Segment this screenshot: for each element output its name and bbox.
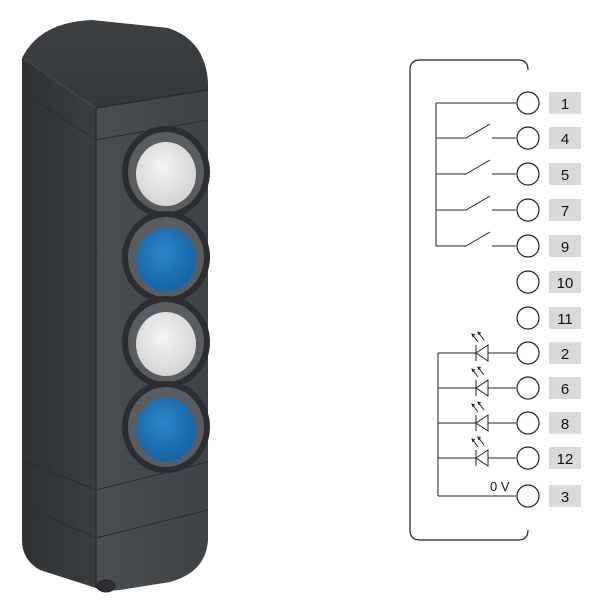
terminal-number: 1 (561, 96, 569, 113)
button-cap-blue (136, 397, 196, 461)
wiring-diagram: 0 V 1 4 5 7 9 10 (409, 59, 581, 541)
terminal-number: 6 (561, 381, 569, 398)
terminal-number: 10 (557, 275, 574, 292)
diagram-enclosure (409, 59, 529, 541)
terminal-number: 4 (561, 131, 569, 148)
switch-contact (436, 195, 516, 211)
housing-left-face (22, 58, 96, 588)
housing-seam-lower-left (21, 459, 97, 491)
led-indicator-symbol (438, 331, 516, 362)
switch-contact (436, 231, 516, 247)
terminal-number: 5 (561, 167, 569, 184)
cable-connector (96, 579, 116, 593)
led-indicator-symbol (438, 401, 516, 432)
terminal-number: 2 (561, 346, 569, 363)
switch-contact (436, 159, 516, 175)
housing-top-cap (22, 20, 208, 108)
terminal-5: 5 (516, 162, 581, 186)
terminal-number: 11 (557, 311, 573, 328)
push-button-3[interactable] (122, 296, 210, 388)
button-cap-white (136, 142, 196, 206)
push-button-4[interactable] (122, 381, 210, 473)
terminal-7: 7 (516, 198, 581, 222)
led-indicator-symbol (438, 366, 516, 397)
terminal-3: 3 (516, 484, 581, 508)
terminal-6: 6 (516, 376, 581, 400)
housing-seam-left (21, 91, 97, 141)
push-button-1[interactable] (122, 126, 210, 218)
housing-seam-upper (95, 89, 209, 109)
terminal-number: 3 (561, 489, 569, 506)
terminal-8: 8 (516, 411, 581, 435)
housing-seam-lower-front (95, 461, 209, 491)
terminal-10: 10 (516, 270, 581, 294)
led-indicator-symbol (438, 436, 516, 467)
push-button-2[interactable] (122, 211, 210, 303)
terminal-4: 4 (516, 126, 581, 150)
terminal-1: 1 (516, 91, 581, 115)
button-cap-white (136, 312, 196, 376)
terminal-number: 7 (561, 203, 569, 220)
terminal-9: 9 (516, 234, 581, 258)
button-cap-blue (136, 227, 196, 291)
terminal-11: 11 (516, 306, 581, 330)
terminal-12: 12 (516, 446, 581, 470)
terminal-number: 8 (561, 416, 569, 433)
housing-seam-base-left (21, 504, 97, 539)
housing-seam-base-front (95, 509, 209, 539)
terminal-number: 12 (557, 451, 574, 468)
terminal-number: 9 (561, 239, 569, 256)
ground-label: 0 V (490, 479, 510, 494)
terminal-2: 2 (516, 341, 581, 365)
switch-contact (436, 123, 516, 139)
